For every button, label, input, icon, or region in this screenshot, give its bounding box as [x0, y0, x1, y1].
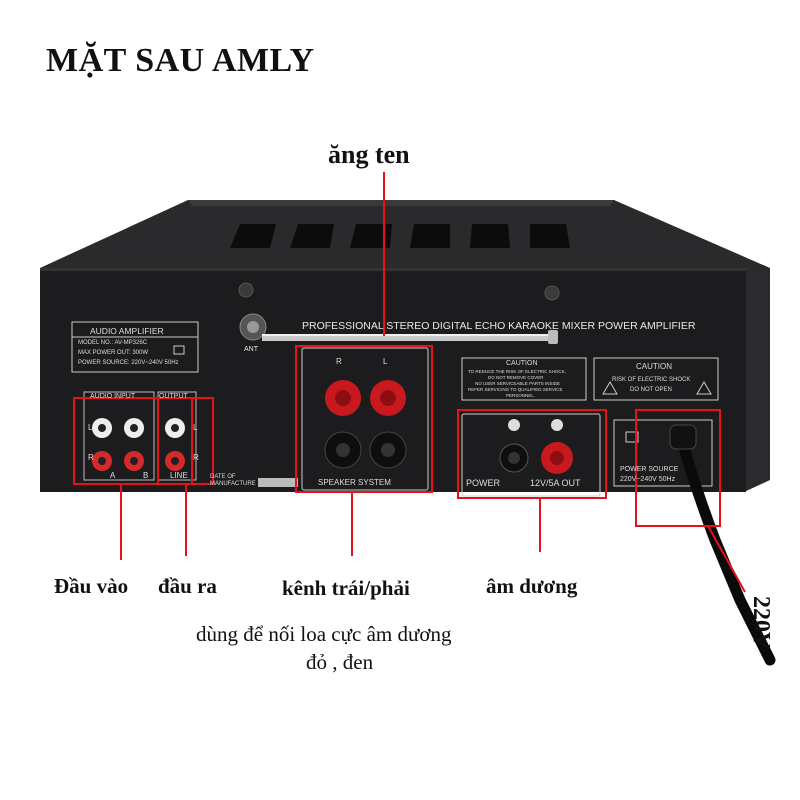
vent-slots — [230, 224, 570, 248]
annotation-boxes — [73, 345, 721, 527]
input-panel-outline — [83, 391, 155, 481]
caution-text-4: REFER SERVICING TO QUALIFIED SERVICE — [468, 387, 563, 392]
screw — [544, 285, 560, 301]
voltage-range-label: 220V~240V 50Hz — [620, 476, 676, 483]
plate-title: AUDIO AMPLIFIER — [90, 326, 164, 336]
caution-sticker — [461, 357, 587, 401]
caution-text-3: NO USER SERVICEABLE PARTS INSIDE — [475, 381, 561, 386]
power-label: POWER — [466, 478, 501, 488]
info-plate — [71, 321, 199, 373]
input-left-label: L — [88, 423, 93, 432]
plate-power-source: POWER SOURCE: 220V~240V 50Hz — [78, 360, 179, 366]
caution2-text-2: DO NOT OPEN — [630, 387, 672, 393]
panel-banner: PROFESSIONAL STEREO DIGITAL ECHO KARAOKE… — [302, 320, 696, 332]
caution-title: CAUTION — [506, 360, 538, 367]
input-right-label: R — [88, 453, 94, 462]
input-label: Đầu vào — [54, 574, 129, 598]
channel-a-label: A — [110, 471, 116, 480]
output-right-label: R — [193, 453, 199, 462]
output-left-label: L — [193, 423, 198, 432]
note-line-1: dùng để nối loa cực âm dương — [196, 622, 452, 646]
speaker-panel-outline — [301, 347, 429, 491]
caution-sticker-2 — [593, 357, 719, 401]
caution-text-1: TO REDUCE THE RISK OF ELECTRIC SHOCK, — [468, 369, 566, 374]
output-annotation-label: đầu ra — [158, 574, 217, 598]
polarity-label: âm dương — [486, 574, 578, 598]
antenna-rod — [262, 334, 552, 341]
caution-text-5: PERSONNEL. — [506, 393, 536, 398]
output-label: OUTPUT — [159, 393, 188, 400]
rca-jacks — [92, 418, 185, 471]
plate-max-power: MAX POWER OUT: 300W — [78, 350, 149, 356]
speaker-right-label: R — [336, 357, 342, 366]
caution2-text-1: RISK OF ELECTRIC SHOCK — [612, 377, 691, 383]
speaker-left-label: L — [383, 357, 388, 366]
line-label: LINE — [170, 471, 188, 480]
annotation-lines — [120, 172, 746, 593]
power-source-label: POWER SOURCE — [620, 466, 679, 473]
caution-text-2: DO NOT REMOVE COVER — [488, 375, 544, 380]
plate-model: MODEL NO.: AV-MP326C — [78, 340, 148, 346]
ant-label: ANT — [244, 346, 258, 353]
audio-input-label: AUDIO INPUT — [90, 393, 136, 400]
dc-out-label: 12V/5A OUT — [530, 478, 581, 488]
antenna-label: ăng ten — [328, 140, 410, 169]
channel-label: kênh trái/phải — [282, 576, 410, 600]
caution-title-2: CAUTION — [636, 362, 672, 371]
power-source-panel — [613, 419, 713, 487]
power-out-panel — [461, 413, 601, 497]
channel-b-label: B — [143, 471, 149, 480]
voltage-label: 220V — [748, 596, 774, 650]
page-title: MẶT SAU AMLY — [46, 42, 315, 79]
top-cover — [40, 200, 770, 268]
date-label: DATE OF MANUFACTURE — [210, 474, 256, 487]
note-line-2: đỏ , đen — [306, 650, 374, 674]
screw — [238, 282, 254, 298]
speaker-terminals — [324, 380, 407, 469]
speaker-system-label: SPEAKER SYSTEM — [318, 478, 391, 487]
